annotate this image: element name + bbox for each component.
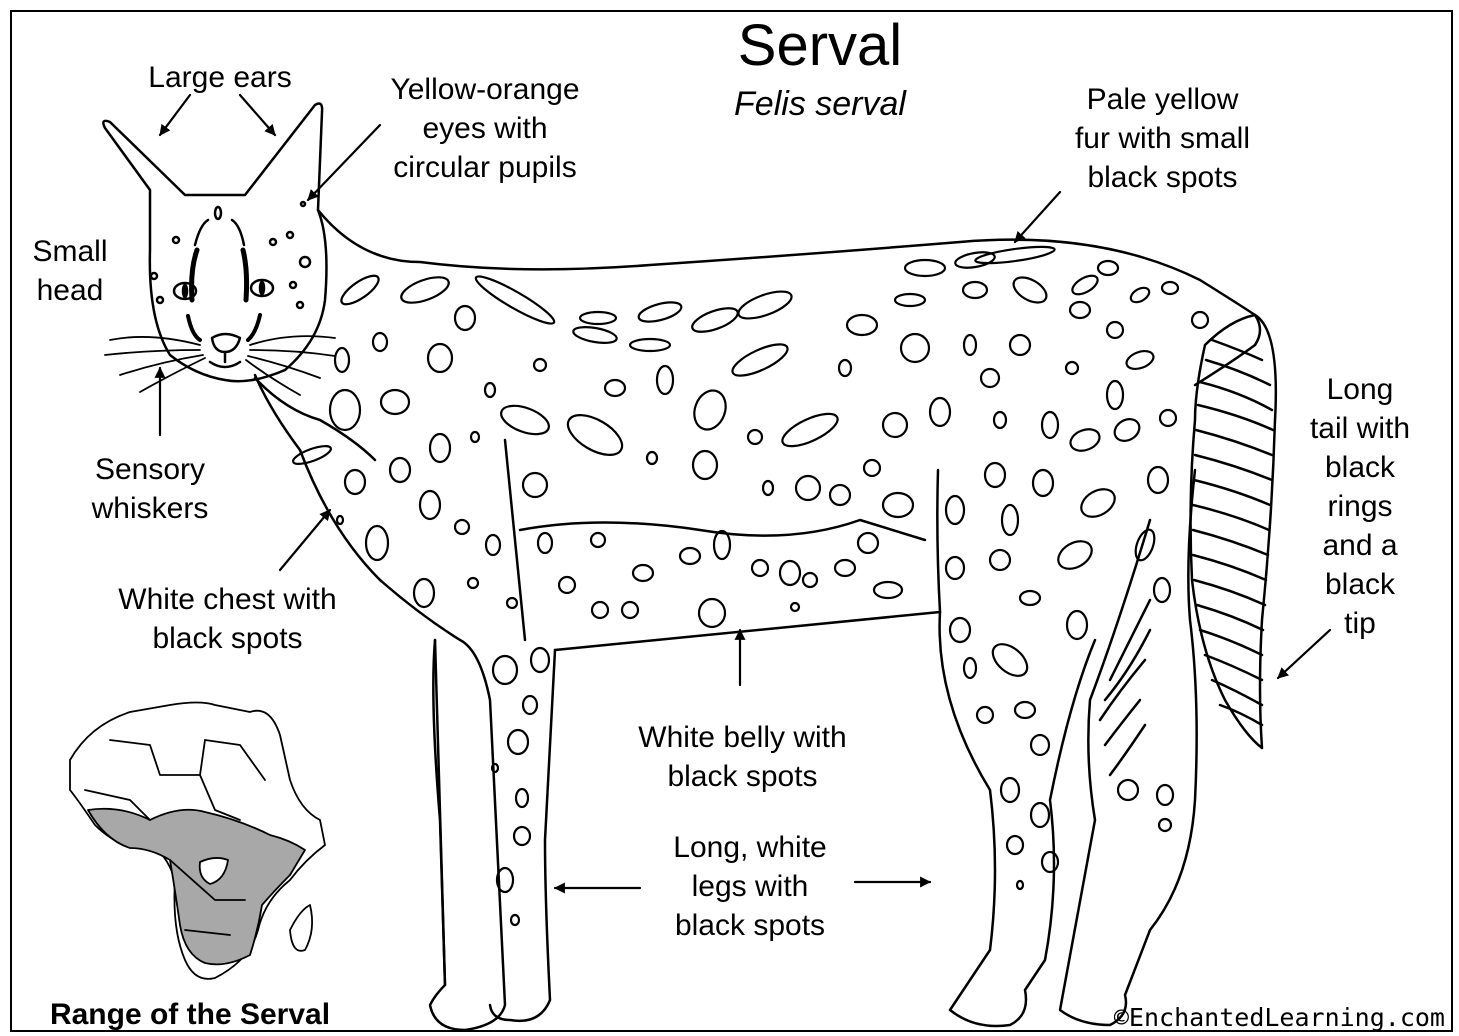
- serval-head: [103, 104, 326, 382]
- page-title: Serval: [660, 14, 980, 78]
- copyright: ©EnchantedLearning.com: [1100, 1002, 1445, 1034]
- hind-leg-stripes: [1100, 600, 1150, 775]
- coat-spots: [291, 243, 1208, 925]
- scientific-name: Felis serval: [660, 84, 980, 124]
- label-tail: Long tail with black rings and a black t…: [1290, 370, 1430, 643]
- label-chest: White chest with black spots: [85, 580, 370, 658]
- map-caption: Range of the Serval: [20, 996, 360, 1034]
- label-large-ears: Large ears: [120, 58, 320, 97]
- africa-range-map: [70, 703, 325, 979]
- label-belly: White belly with black spots: [610, 718, 875, 796]
- label-legs: Long, white legs with black spots: [640, 828, 860, 945]
- label-eyes: Yellow-orange eyes with circular pupils: [360, 70, 610, 187]
- label-fur: Pale yellow fur with small black spots: [1040, 80, 1285, 197]
- label-whiskers: Sensory whiskers: [60, 450, 240, 528]
- label-small-head: Small head: [20, 232, 120, 310]
